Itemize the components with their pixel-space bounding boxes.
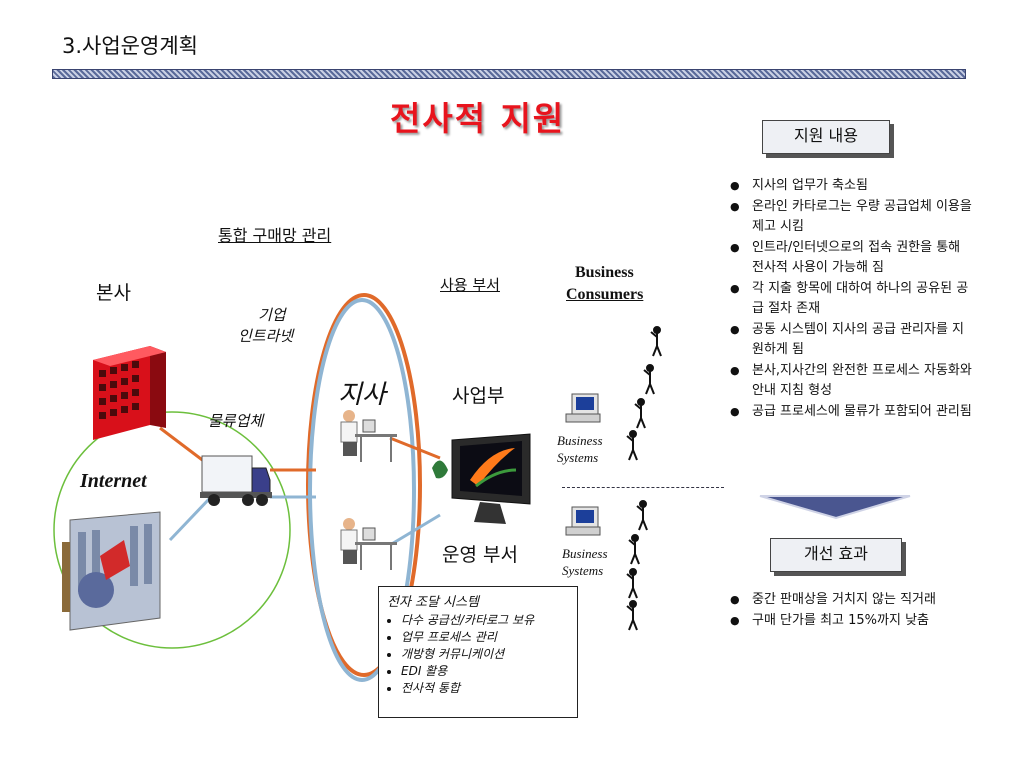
consumer-figure-icon [643, 364, 655, 395]
logistics-label: 물류업체 [208, 412, 264, 430]
business-systems-1-line2: Systems [557, 450, 599, 465]
business-systems-2-line1: Business [562, 546, 608, 561]
truck-icon [200, 455, 272, 506]
link-warehouse-truck [168, 496, 212, 542]
list-item: 각 지출 항목에 대하여 하나의 공유된 공급 절차 존재 [730, 279, 975, 319]
integrated-purchasing-label: 통합 구매망 관리 [218, 226, 332, 245]
branch-worker-1-icon [340, 410, 397, 462]
e-procurement-box: 전자 조달 시스템 다수 공급선/카타로그 보유 업무 프로세스 관리 개방형 … [378, 586, 578, 718]
intranet-ellipse-blue [308, 298, 416, 682]
computer-1-icon [565, 393, 601, 423]
list-item: EDI 활용 [401, 663, 569, 680]
consumer-figure-icon [628, 534, 640, 565]
branch-label: 지사 [338, 380, 386, 410]
e-procurement-title: 전자 조달 시스템 [387, 595, 479, 610]
list-item: 다수 공급선/카타로그 보유 [401, 612, 569, 629]
link-branch-bizunit [389, 436, 441, 460]
branch-worker-2-icon [340, 518, 397, 570]
improvement-effect-button[interactable]: 개선 효과 [770, 538, 902, 572]
header-divider [52, 69, 966, 79]
main-title: 전사적 지원 [390, 99, 566, 138]
list-item: 공급 프로세스에 물류가 포함되어 관리됨 [730, 402, 975, 422]
list-item: 지사의 업무가 축소됨 [730, 176, 975, 196]
intranet-label-line1: 기업 [258, 306, 286, 324]
headquarters-label: 본사 [96, 282, 131, 304]
consumer-figure-icon [636, 500, 648, 531]
operations-department-label: 운영 부서 [442, 544, 518, 566]
consumer-figure-icon [626, 568, 638, 599]
consumer-figure-icon [626, 430, 638, 461]
list-item: 구매 단가를 최고 15%까지 낮춤 [730, 611, 975, 631]
internet-ellipse [53, 411, 291, 649]
computer-2-icon [565, 506, 601, 536]
business-consumers-label-line2: Consumers [566, 286, 644, 303]
consumer-figure-icon [634, 398, 646, 429]
support-content-list: 지사의 업무가 축소됨 온라인 카타로그는 우량 공급업체 이용을 제고 시킴 … [730, 176, 975, 423]
headquarters-building-icon [93, 346, 166, 440]
intranet-label-line2: 인트라넷 [238, 327, 294, 345]
support-content-button[interactable]: 지원 내용 [762, 120, 890, 154]
list-item: 업무 프로세스 관리 [401, 629, 569, 646]
e-procurement-list: 다수 공급선/카타로그 보유 업무 프로세스 관리 개방형 커뮤니케이션 EDI… [387, 612, 569, 697]
list-item: 전사적 통합 [401, 680, 569, 697]
section-title: 3.사업운영계획 [62, 34, 198, 58]
monitor-icon [432, 433, 531, 524]
warehouse-icon [62, 511, 161, 631]
business-unit-label: 사업부 [452, 385, 505, 407]
business-systems-2-line2: Systems [562, 563, 604, 578]
consumer-figures [626, 326, 662, 631]
list-item: 개방형 커뮤니케이션 [401, 646, 569, 663]
link-ops-bizunit [389, 513, 441, 547]
consumer-figure-icon [650, 326, 662, 357]
intranet-ellipse-orange [306, 293, 422, 677]
user-department-label: 사용 부서 [440, 276, 500, 294]
separator-dashed-line [562, 487, 724, 488]
list-item: 공동 시스템이 지사의 공급 관리자를 지원하게 됨 [730, 320, 975, 360]
improvement-effect-list: 중간 판매상을 거치지 않는 직거래 구매 단가를 최고 15%까지 낮춤 [730, 590, 975, 632]
list-item: 중간 판매상을 거치지 않는 직거래 [730, 590, 975, 610]
business-systems-1-line1: Business [557, 433, 603, 448]
link-hq-truck [159, 426, 206, 464]
business-consumers-label-line1: Business [575, 264, 634, 281]
internet-label: Internet [80, 470, 147, 492]
down-arrow-icon [759, 495, 911, 520]
consumer-figure-icon [626, 600, 638, 631]
list-item: 인트라/인터넷으로의 접속 권한을 통해 전사적 사용이 가능해 짐 [730, 238, 975, 278]
list-item: 온라인 카타로그는 우량 공급업체 이용을 제고 시킴 [730, 197, 975, 237]
list-item: 본사,지사간의 완전한 프로세스 자동화와 안내 지침 형성 [730, 361, 975, 401]
